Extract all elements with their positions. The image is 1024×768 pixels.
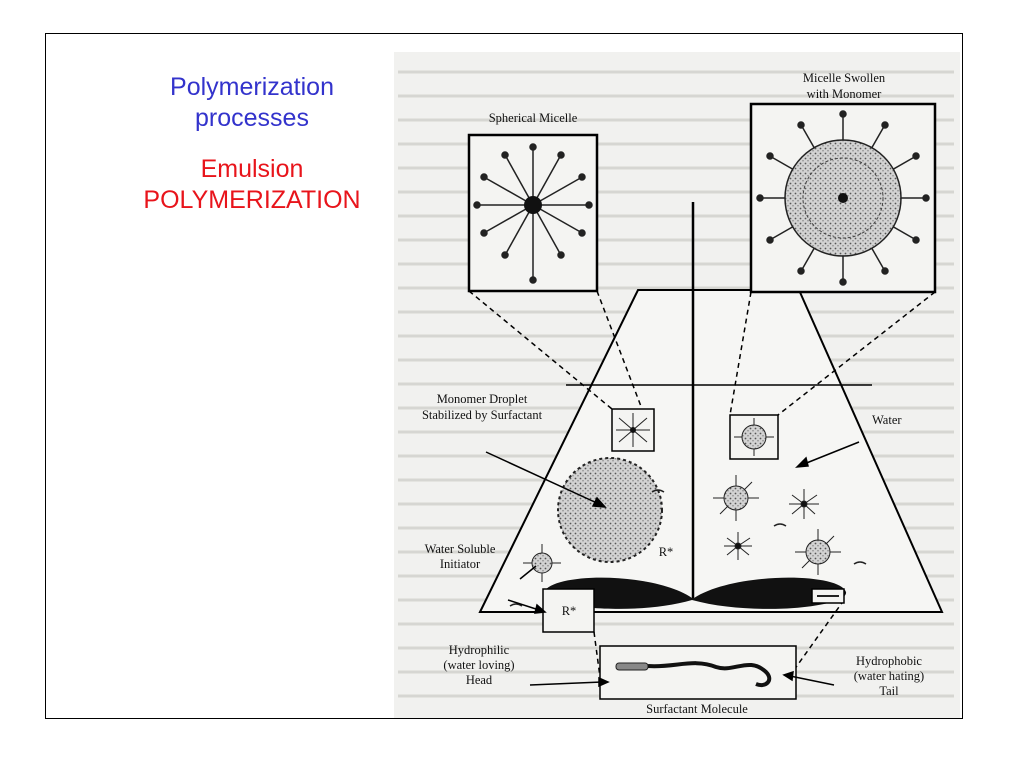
label-hydrophobic-line-3: Tail <box>879 684 899 698</box>
label-micelle-swollen-line-1: Micelle Swollen <box>803 71 886 85</box>
label-spherical-micelle: Spherical Micelle <box>489 111 578 125</box>
label-radical-in-flask: R* <box>659 545 674 559</box>
small-micelle-box-right <box>729 414 779 460</box>
label-hydrophobic-line-2: (water hating) <box>854 669 924 683</box>
slide-title-line-1: Polymerization <box>170 73 334 101</box>
slide-subtitle-line-1: Emulsion <box>200 155 304 183</box>
label-hydrophilic-line-3: Head <box>466 673 493 687</box>
spherical-micelle-box <box>467 133 599 293</box>
label-micelle-swollen-line-2: with Monomer <box>807 87 882 101</box>
zoom-connectors <box>468 290 936 678</box>
stirrer-paddle <box>543 577 847 609</box>
initiator-radical-box <box>542 588 595 633</box>
label-water-soluble-initiator-line-1: Water Soluble <box>425 542 496 556</box>
label-monomer-droplet-line-2: Stabilized by Surfactant <box>422 408 543 422</box>
surfactant-molecule-box <box>599 645 797 700</box>
label-arrows <box>485 441 860 688</box>
label-radical-in-box: R* <box>562 604 577 618</box>
swollen-micelles-in-water <box>523 475 841 582</box>
monomer-droplet <box>557 457 663 563</box>
slide-title-line-2: processes <box>195 104 309 132</box>
label-hydrophilic-line-1: Hydrophilic <box>449 643 510 657</box>
slide-title-block: Polymerization processes Emulsion POLYME… <box>100 72 404 216</box>
label-water: Water <box>872 413 902 427</box>
label-water-soluble-initiator-line-2: Initiator <box>440 557 481 571</box>
small-micelle-box-left <box>611 408 655 452</box>
slide-subtitle-line-2: POLYMERIZATION <box>143 186 361 214</box>
swollen-micelle-box <box>749 102 937 294</box>
spherical-micelles-in-water <box>724 489 819 560</box>
emulsion-polymerization-diagram: Spherical Micelle Micelle Swollen with M… <box>398 70 954 716</box>
label-hydrophilic-line-2: (water loving) <box>443 658 514 672</box>
free-surfactant-molecules <box>509 489 867 607</box>
label-monomer-droplet-line-1: Monomer Droplet <box>437 392 528 406</box>
label-surfactant-molecule: Surfactant Molecule <box>646 702 748 716</box>
label-hydrophobic-line-1: Hydrophobic <box>856 654 922 668</box>
